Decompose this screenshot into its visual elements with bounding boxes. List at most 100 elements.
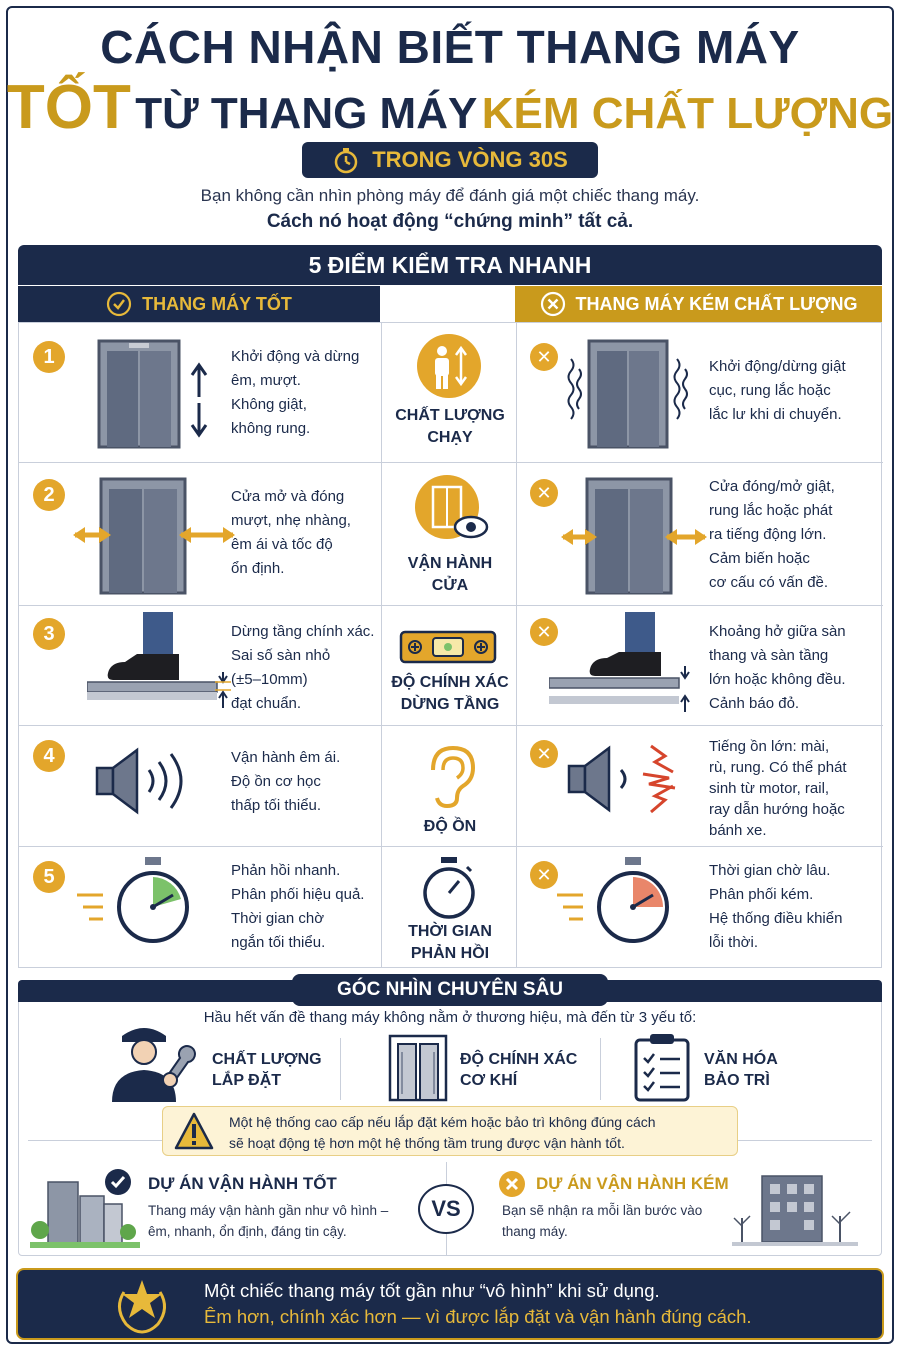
text-line: bánh xe. — [709, 822, 767, 839]
x-icon: ✕ — [530, 740, 558, 768]
spirit-level-icon — [399, 630, 497, 664]
x-icon: ✕ — [530, 343, 558, 371]
check-row-2: 2 Cửa mở và đóng mượt, nhẹ nhàng, êm ái … — [19, 463, 883, 606]
text-line: đạt chuẩn. — [231, 695, 302, 712]
technician-wrench-icon — [112, 1028, 196, 1102]
checklist-clipboard-icon — [634, 1034, 690, 1102]
check-row-1: 1 Khởi động và dừng êm, mượt. Không giật… — [19, 323, 883, 463]
stopwatch-fast-icon — [77, 857, 189, 943]
row5-good-text: Phản hồi nhanh. Phân phối hiệu quả. Thời… — [231, 859, 364, 955]
text-line: Cảnh báo đỏ. — [709, 695, 800, 712]
factor-installation: CHẤT LƯỢNG LẮP ĐẶT — [212, 1049, 322, 1091]
warning-line-1: Một hệ thống cao cấp nếu lắp đặt kém hoặ… — [229, 1114, 656, 1130]
desc-line: Bạn sẽ nhận ra mỗi lần bước vào — [502, 1203, 703, 1218]
x-icon: ✕ — [530, 618, 558, 646]
check-row-5: 5 Phản hồi nhanh. Phân phối hiệu quả. Th… — [19, 847, 883, 969]
good-project-desc: Thang máy vận hành gần như vô hình – êm,… — [148, 1200, 388, 1242]
warning-line-2: sẽ hoạt động tệ hơn một hệ thống tầm tru… — [229, 1135, 625, 1151]
bottom-banner — [16, 1268, 884, 1340]
floor-level-boot-icon — [87, 612, 231, 708]
text-line: Tiếng ồn lớn: mài, — [709, 738, 830, 755]
text-line: Khoảng hở giữa sàn — [709, 623, 846, 640]
column-good-label: THANG MÁY TỐT — [142, 293, 292, 314]
label-line: VẬN HÀNH — [407, 555, 493, 572]
desc-line: êm, nhanh, ổn định, đáng tin cậy. — [148, 1224, 347, 1239]
row1-category: CHẤT LƯỢNG CHẠY — [383, 405, 517, 449]
text-line: ngắn tối thiểu. — [231, 934, 326, 951]
text-line: Không giật, — [231, 396, 307, 413]
time-badge-label: TRONG VÒNG 30S — [372, 147, 568, 172]
warning-triangle-icon — [174, 1112, 214, 1150]
row-number: 4 — [33, 740, 65, 772]
column-bad-label: THANG MÁY KÉM CHẤT LƯỢNG — [575, 293, 858, 314]
text-line: Thời gian chờ — [231, 910, 325, 927]
deep-view-intro: Hầu hết vấn đề thang máy không nằm ở thư… — [203, 1009, 697, 1026]
factor-maintenance: VĂN HÓA BẢO TRÌ — [704, 1049, 778, 1091]
x-icon: ✕ — [530, 861, 558, 889]
warning-box: Một hệ thống cao cấp nếu lắp đặt kém hoặ… — [162, 1106, 738, 1156]
award-star-icon — [118, 1280, 166, 1334]
row3-good-text: Dừng tầng chính xác. Sai số sàn nhỏ (±5–… — [231, 620, 374, 716]
bad-project-desc: Bạn sẽ nhận ra mỗi lần bước vào thang má… — [502, 1200, 702, 1242]
text-line: Vận hành êm ái. — [231, 749, 341, 766]
check-circle-icon — [107, 291, 132, 317]
row4-category: ĐỘ ỒN — [383, 816, 517, 838]
text-line: Dừng tầng chính xác. — [231, 623, 375, 640]
row2-category: VẬN HÀNH CỬA — [383, 553, 517, 597]
text-line: Cửa mở và đóng — [231, 488, 345, 505]
factor-divider — [340, 1038, 341, 1100]
passenger-ride-icon — [417, 334, 481, 398]
text-line: cơ cấu có vấn đề. — [709, 574, 829, 591]
factor-divider — [600, 1038, 601, 1100]
text-line: cục, rung lắc hoặc — [709, 382, 831, 399]
x-circle-icon — [540, 291, 565, 317]
title-bad-words: KÉM CHẤT LƯỢNG — [481, 89, 894, 138]
row-number: 1 — [33, 341, 65, 373]
row3-category: ĐỘ CHÍNH XÁC DỪNG TẦNG — [383, 672, 517, 716]
text-line: thấp tối thiểu. — [231, 797, 322, 814]
text-line: êm, mượt. — [231, 372, 301, 389]
label-line: CỬA — [431, 577, 469, 594]
bad-buildings-icon — [732, 1175, 858, 1246]
text-line: Cảm biến hoặc — [709, 550, 810, 567]
check-row-4: 4 Vận hành êm ái. Độ ồn cơ học thấp tối … — [19, 726, 883, 847]
grid-divider-left — [381, 323, 382, 967]
bottom-line-2: Êm hơn, chính xác hơn — vì được lắp đặt … — [204, 1306, 752, 1327]
good-buildings-icon — [30, 1181, 140, 1248]
column-good-header: THANG MÁY TỐT — [18, 286, 380, 322]
stopwatch-icon — [334, 148, 358, 174]
row4-good-text: Vận hành êm ái. Độ ồn cơ học thấp tối th… — [231, 746, 340, 818]
label-line: DỪNG TẦNG — [400, 696, 500, 713]
label-line: ĐỘ ỒN — [423, 818, 477, 835]
factor-line: CƠ KHÍ — [460, 1072, 518, 1089]
mechanical-precision-icon — [388, 1034, 448, 1102]
row-number: 5 — [33, 861, 65, 893]
label-line: ĐỘ CHÍNH XÁC — [391, 674, 509, 691]
factor-line: BẢO TRÌ — [704, 1072, 770, 1089]
text-line: sinh từ motor, rail, — [709, 780, 830, 797]
elevator-door-open-icon — [73, 477, 235, 595]
row4-bad-text: Tiếng ồn lớn: mài, rù, rung. Có thể phát… — [709, 736, 847, 841]
row1-bad-text: Khởi động/dừng giật cục, rung lắc hoặc l… — [709, 355, 846, 427]
elevator-shaking-icon — [567, 339, 688, 449]
label-line: CHẠY — [427, 429, 473, 446]
text-line: Phân phối kém. — [709, 886, 814, 903]
check-badge-icon — [105, 1169, 131, 1195]
check-row-3: 3 Dừng tầng chính xác. Sai số sàn nhỏ (±… — [19, 606, 883, 726]
text-line: Phản hồi nhanh. — [231, 862, 341, 879]
row1-good-text: Khởi động và dừng êm, mượt. Không giật, … — [231, 345, 359, 441]
speaker-quiet-icon — [95, 747, 183, 815]
row-number: 3 — [33, 618, 65, 650]
text-line: Độ ồn cơ học — [231, 773, 321, 790]
row-number: 2 — [33, 479, 65, 511]
stopwatch-slow-icon — [557, 857, 669, 943]
text-line: lắc lư khi di chuyển. — [709, 406, 842, 423]
row5-category: THỜI GIAN PHẢN HỒI — [383, 921, 517, 965]
door-sensor-eye-icon — [415, 475, 489, 539]
text-line: rù, rung. Có thể phát — [709, 759, 847, 776]
text-line: Cửa đóng/mở giật, — [709, 478, 835, 495]
x-icon: ✕ — [530, 479, 558, 507]
bad-project-title: DỰ ÁN VẬN HÀNH KÉM — [536, 1174, 729, 1193]
factor-line: CHẤT LƯỢNG — [212, 1051, 322, 1068]
text-line: Phân phối hiệu quả. — [231, 886, 365, 903]
